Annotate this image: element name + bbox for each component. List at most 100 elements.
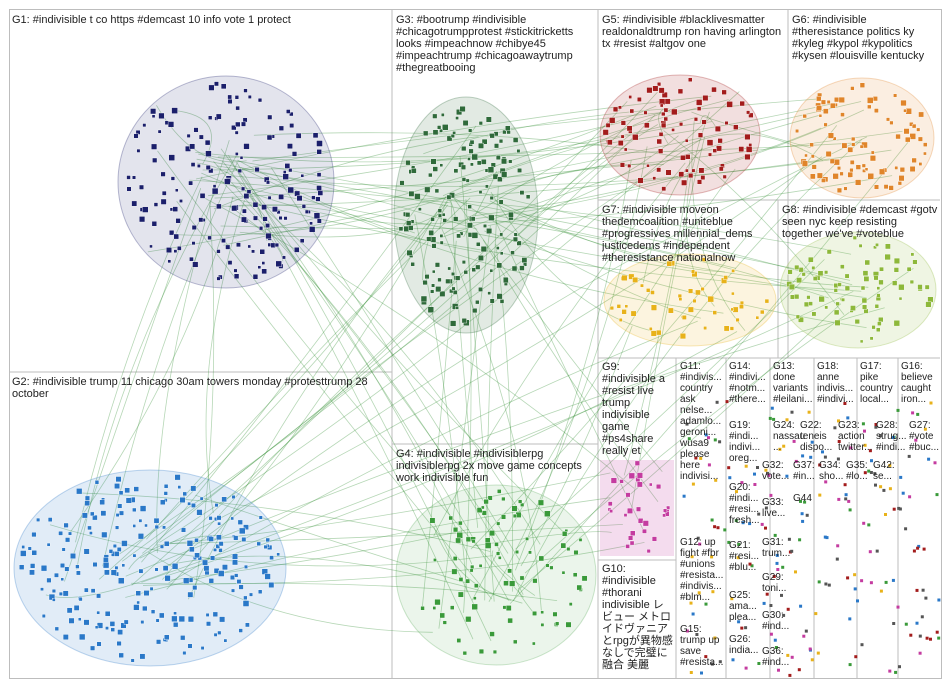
node-g8 bbox=[826, 249, 832, 255]
node-g7 bbox=[650, 304, 657, 311]
node-small-group bbox=[798, 538, 802, 542]
node-g6 bbox=[832, 173, 839, 180]
node-g8 bbox=[877, 321, 882, 326]
node-g7 bbox=[730, 307, 734, 312]
node-small-group bbox=[874, 483, 877, 487]
node-small-group bbox=[790, 549, 794, 553]
node-g6 bbox=[894, 165, 899, 170]
edge bbox=[216, 165, 737, 269]
node-g6 bbox=[821, 178, 826, 183]
node-g6 bbox=[850, 86, 855, 91]
edge bbox=[491, 550, 536, 596]
node-g6 bbox=[859, 144, 864, 149]
node-g2 bbox=[177, 485, 182, 489]
node-g5 bbox=[722, 174, 727, 179]
node-g2 bbox=[78, 633, 86, 641]
edge bbox=[202, 102, 836, 171]
edge bbox=[131, 101, 628, 586]
node-small-group bbox=[699, 456, 703, 460]
node-g1 bbox=[282, 173, 289, 180]
node-g5 bbox=[663, 107, 669, 113]
node-g2 bbox=[61, 547, 66, 552]
node-g4 bbox=[540, 610, 544, 615]
node-g5 bbox=[688, 173, 694, 179]
node-g2 bbox=[153, 517, 160, 524]
node-g3 bbox=[432, 129, 439, 136]
node-g3 bbox=[497, 176, 503, 182]
node-small-group bbox=[764, 526, 767, 530]
edge bbox=[450, 193, 663, 473]
node-g6 bbox=[889, 120, 894, 125]
node-g2 bbox=[258, 515, 263, 520]
node-small-group bbox=[740, 481, 744, 485]
edge bbox=[102, 162, 238, 567]
node-g5 bbox=[664, 98, 671, 105]
node-g8 bbox=[860, 285, 866, 291]
node-g4 bbox=[528, 550, 532, 555]
node-small-group bbox=[790, 410, 794, 414]
node-g5 bbox=[661, 111, 666, 117]
node-g8 bbox=[884, 253, 891, 261]
node-g3 bbox=[505, 125, 511, 131]
node-g4 bbox=[465, 536, 472, 543]
node-g4 bbox=[478, 648, 485, 654]
node-g2 bbox=[133, 486, 139, 492]
node-g1 bbox=[175, 218, 181, 224]
node-g3 bbox=[430, 289, 435, 294]
node-g2 bbox=[208, 536, 214, 542]
node-g2 bbox=[182, 491, 188, 497]
edge bbox=[142, 138, 702, 554]
node-g1 bbox=[139, 216, 146, 223]
node-g6 bbox=[834, 97, 840, 103]
node-g7 bbox=[692, 298, 697, 303]
node-g2 bbox=[116, 547, 122, 552]
node-small-group bbox=[790, 655, 794, 659]
node-small-group bbox=[869, 471, 873, 474]
node-g8 bbox=[898, 284, 905, 291]
node-g1 bbox=[288, 168, 293, 173]
node-g1 bbox=[166, 247, 172, 253]
node-g3 bbox=[475, 300, 480, 305]
node-small-group bbox=[935, 493, 939, 497]
edge bbox=[141, 125, 477, 563]
node-g3 bbox=[437, 125, 442, 130]
node-g2 bbox=[83, 548, 90, 555]
node-g5 bbox=[688, 77, 693, 82]
node-small-group bbox=[687, 437, 691, 441]
edge bbox=[201, 178, 867, 299]
node-g8 bbox=[798, 267, 804, 273]
node-small-group bbox=[691, 612, 695, 616]
node-small-group bbox=[862, 521, 866, 525]
node-g2 bbox=[189, 546, 195, 553]
node-g1 bbox=[243, 143, 250, 150]
node-g2 bbox=[191, 503, 196, 508]
node-g2 bbox=[83, 587, 89, 593]
node-small-group bbox=[860, 579, 864, 583]
node-g6 bbox=[867, 97, 874, 104]
node-g4 bbox=[552, 611, 558, 617]
edge bbox=[433, 162, 686, 537]
node-g8 bbox=[878, 279, 884, 285]
node-g1 bbox=[175, 188, 179, 193]
node-g4 bbox=[420, 606, 425, 611]
node-g2 bbox=[94, 625, 99, 629]
node-g6 bbox=[886, 117, 890, 122]
node-g4 bbox=[507, 617, 513, 624]
node-g1 bbox=[227, 260, 233, 265]
node-g8 bbox=[824, 305, 829, 310]
node-g3 bbox=[430, 217, 435, 222]
node-g2 bbox=[245, 622, 250, 628]
node-g1 bbox=[247, 244, 251, 249]
node-g5 bbox=[661, 122, 667, 129]
node-small-group bbox=[713, 438, 717, 442]
node-g3 bbox=[441, 113, 445, 117]
node-small-group bbox=[691, 482, 695, 486]
node-g9 bbox=[646, 549, 651, 554]
node-g2 bbox=[173, 622, 179, 628]
node-g3 bbox=[442, 124, 449, 131]
node-g2 bbox=[212, 611, 218, 618]
node-g2 bbox=[132, 524, 136, 528]
node-g5 bbox=[602, 129, 609, 136]
node-g1 bbox=[316, 149, 322, 155]
node-g2 bbox=[238, 527, 246, 535]
